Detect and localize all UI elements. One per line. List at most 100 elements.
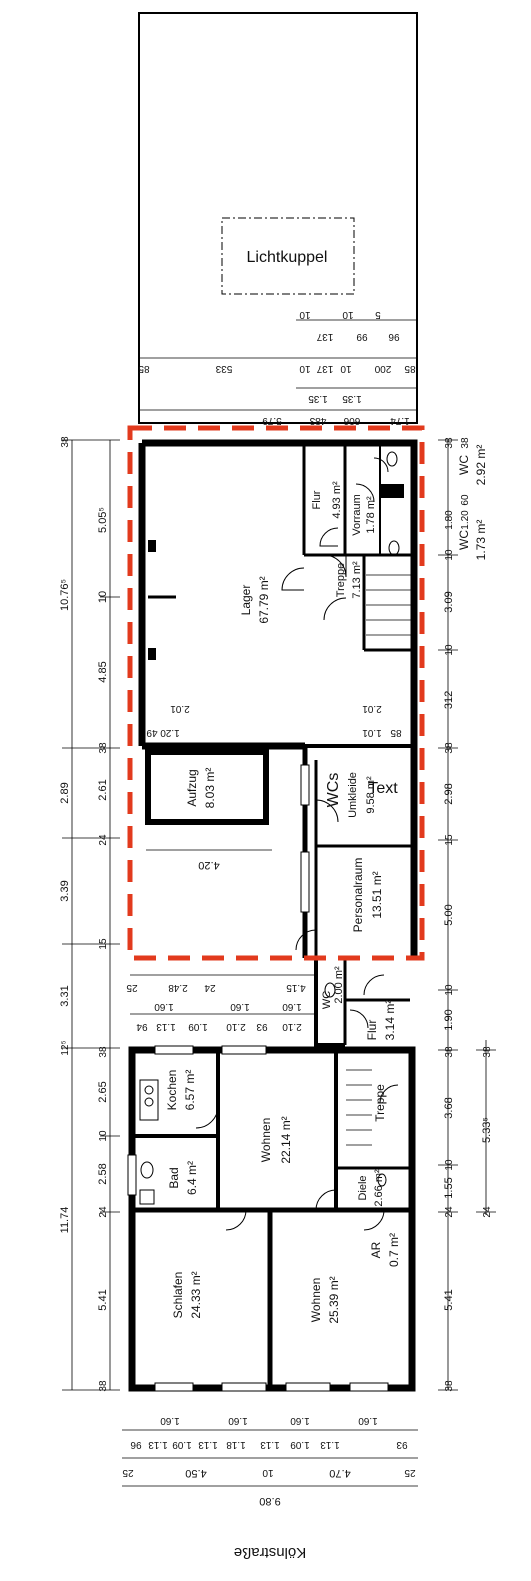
dim-text: 2.01: [362, 703, 382, 714]
dim-text: 1.13: [156, 1021, 176, 1032]
dim-text: 137: [316, 331, 333, 342]
dim-text: 2.10: [282, 1021, 302, 1032]
room-vorraum-name: Vorraum: [351, 494, 363, 536]
dim-text: 15: [98, 938, 109, 950]
dim-text: 5.05⁵: [97, 507, 109, 533]
dim-text: 1.20: [460, 510, 471, 530]
room-flur-mid-area: 3.14 m²: [383, 1000, 397, 1041]
dim-text: 1.90: [443, 1009, 455, 1030]
room-lager-area: 67.79 m²: [257, 576, 271, 623]
dim-text: 1.13: [260, 1439, 280, 1450]
dim-text: 2.01: [170, 703, 190, 714]
dim-text: 1.13: [148, 1439, 168, 1450]
windows: [127, 764, 389, 1392]
room-wohnen-low-name: Wohnen: [309, 1278, 323, 1322]
dim-text: 1.13: [198, 1439, 218, 1450]
dim-text: 38: [98, 742, 109, 754]
dim-text: 1.09: [188, 1021, 208, 1032]
right-dimension-texts: 38 1.80 10 3.09 10 312 38 2.98 15 5.00 1…: [443, 437, 493, 1392]
dim-text: 24: [482, 1206, 493, 1218]
room-vorraum-area: 1.78 m²: [365, 496, 377, 534]
dim-text: 5.41: [97, 1289, 109, 1310]
dim-text: 24: [98, 1206, 109, 1218]
dim-text: 4.70: [329, 1467, 350, 1479]
dim-text: 2.65: [97, 1081, 109, 1102]
dim-text: 2.61: [97, 779, 109, 800]
dim-text: 38: [444, 742, 455, 754]
room-kochen-name: Kochen: [165, 1070, 179, 1111]
dim-text: 24: [204, 982, 216, 993]
left-dimension-lines: [62, 439, 120, 1391]
dim-text: 137: [316, 363, 333, 374]
dim-text: 85: [404, 363, 416, 374]
dim-text: 1.35: [342, 393, 362, 404]
dim-text: 1.55: [443, 1177, 455, 1198]
dim-text: 1.13: [320, 1439, 340, 1450]
stairs: [346, 574, 412, 1146]
room-bad-name: Bad: [167, 1167, 181, 1188]
room-wc-mid-name: WC: [321, 991, 333, 1009]
room-schlafen-area: 24.33 m²: [189, 1271, 203, 1318]
room-treppe-top-name: Treppe: [335, 563, 347, 597]
dim-text: 96: [130, 1439, 142, 1450]
dim-text: 38: [98, 1046, 109, 1058]
dim-text: 10: [444, 1159, 455, 1171]
dim-text: 38: [460, 437, 471, 449]
text-tag: Text: [368, 780, 398, 797]
dim-text: 1.01: [362, 727, 382, 738]
room-labels: Lager 67.79 m² Flur 4.93 m² Vorraum 1.78…: [165, 445, 488, 1324]
room-wohnen-mid-name: Wohnen: [259, 1118, 273, 1162]
room-personalraum-area: 13.51 m²: [370, 871, 384, 918]
dim-text: 3.31: [59, 985, 71, 1006]
dim-text: 1.60: [358, 1415, 378, 1426]
dim-text: 1.74: [390, 415, 410, 426]
dim-text: 10: [444, 549, 455, 561]
dim-text: 38: [444, 1380, 455, 1392]
dim-text: 10.76⁵: [59, 579, 71, 611]
dim-text: 3.68: [443, 1097, 455, 1118]
dim-text: 38: [98, 1380, 109, 1392]
left-dimension-texts: 10.76⁵ 2.89 3.39 3.31 11.74 5.05⁵ 10 4.8…: [59, 436, 109, 1392]
dim-text: 1.09: [290, 1439, 310, 1450]
dim-text: 38: [444, 437, 455, 449]
dim-text: 5.41: [443, 1289, 455, 1310]
dim-text: 38: [444, 1046, 455, 1058]
dim-text: 25: [404, 1467, 416, 1478]
dim-text: 24: [98, 834, 109, 846]
room-diele-name: Diele: [357, 1175, 369, 1200]
dim-text: 1.60: [228, 1415, 248, 1426]
dim-text: 1.60: [154, 1001, 174, 1012]
dim-text: 533: [215, 363, 232, 374]
dim-text: 5.79: [262, 415, 282, 426]
dim-text: 24: [444, 1206, 455, 1218]
dim-text: 2.48: [168, 982, 188, 993]
dim-text: 200: [374, 363, 391, 374]
dim-text: 10: [299, 363, 311, 374]
street-label: Kölnstraße: [234, 1544, 307, 1561]
dim-text: 2.89: [59, 782, 71, 803]
room-wc-b-area: 2.92 m²: [474, 445, 488, 486]
dim-text: 94: [136, 1021, 148, 1032]
dim-text: 5.33⁵: [481, 1117, 493, 1143]
room-personalraum-name: Personalraum: [351, 858, 365, 933]
dim-text: 10: [299, 309, 311, 320]
dim-text: 4.50: [185, 1467, 206, 1479]
dim-text: 2.58: [97, 1163, 109, 1184]
dim-text: 2.10: [226, 1021, 246, 1032]
dim-text: 96: [388, 331, 400, 342]
dim-text: 12⁵: [60, 1040, 71, 1055]
top-dimension-texts: 10 10 5 137 99 96 85 533 10 137 10 200 8…: [138, 309, 416, 426]
top-dimensions: [139, 319, 417, 411]
dim-text: 85: [390, 727, 402, 738]
dim-text: 1.09: [172, 1439, 192, 1450]
dim-text: 312: [443, 691, 455, 709]
room-wc-mid-area: 2.00 m²: [333, 966, 345, 1004]
dim-text: 93: [396, 1439, 408, 1450]
dim-text: 10: [262, 1467, 274, 1478]
inner-dimension-texts: 2.01 1.20 49 2.01 1.01 85 4.20 25 2.48 2…: [126, 703, 402, 1032]
room-diele-area: 2.66 m²: [373, 1169, 385, 1207]
room-treppe-top-area: 7.13 m²: [351, 561, 363, 599]
dim-text: 10: [444, 644, 455, 656]
highlight-area: [127, 425, 425, 961]
